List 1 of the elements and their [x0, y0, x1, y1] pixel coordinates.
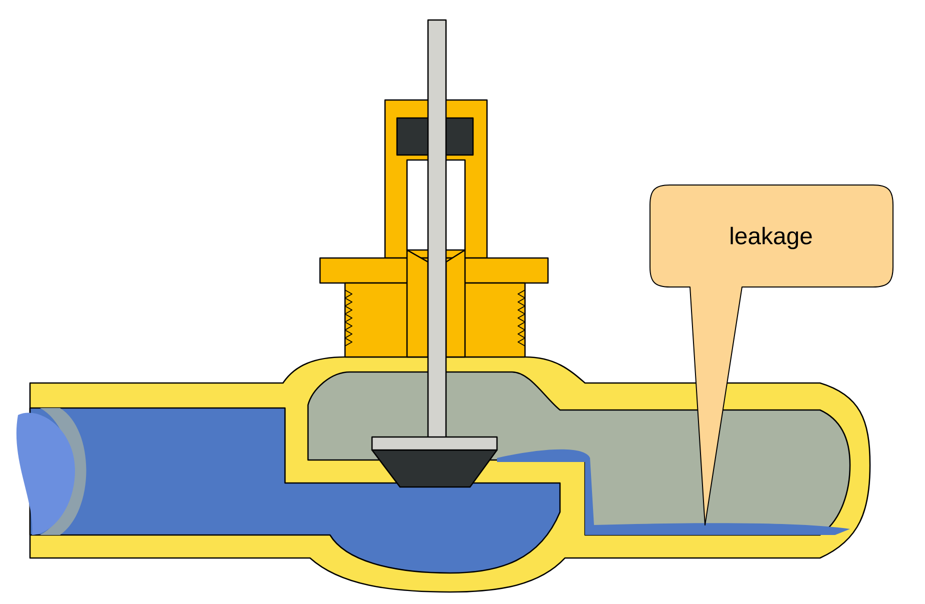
speech-bubble: leakage — [650, 184, 894, 526]
